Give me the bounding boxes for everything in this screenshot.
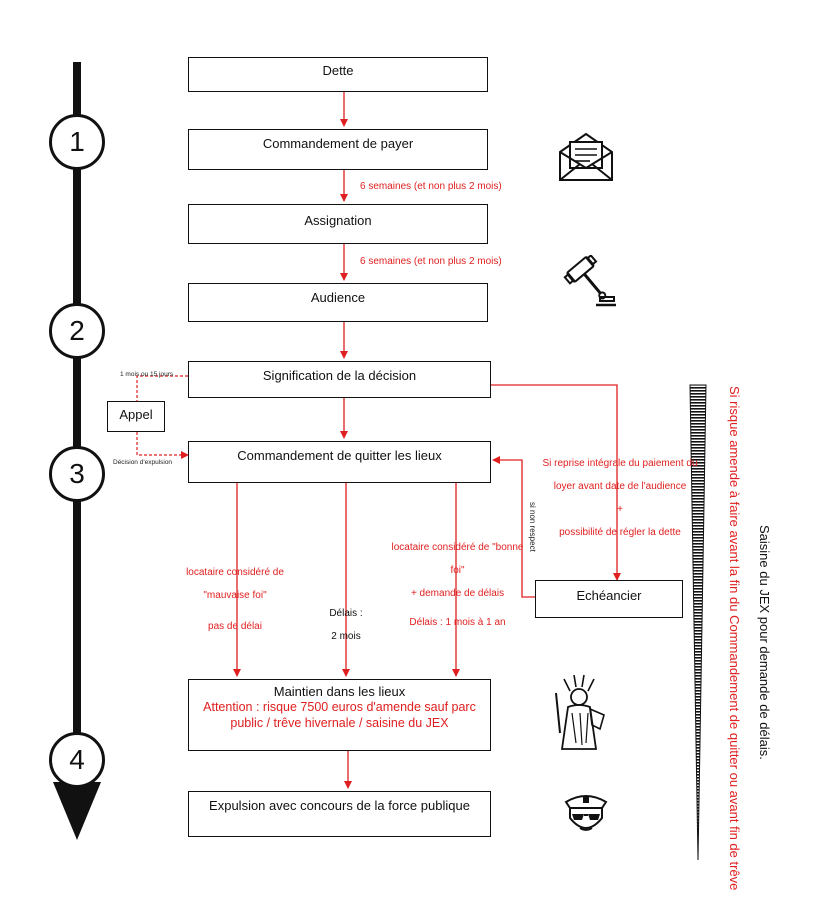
maintien-box: Maintien dans les lieux Attention : risq… (188, 679, 491, 751)
commandement-payer-box: Commandement de payer (188, 129, 488, 170)
delay-label-2: 6 semaines (et non plus 2 mois) (360, 256, 502, 267)
echeancier-box: Echéancier (535, 580, 683, 618)
delais-2-mois-label: Délais : 2 mois (329, 608, 363, 642)
appel-box: Appel (107, 401, 165, 432)
expulsion-box: Expulsion avec concours de la force publ… (188, 791, 491, 837)
appel-delay-label: 1 mois ou 15 jours (120, 371, 174, 378)
commandement-quitter-box: Commandement de quitter les lieux (188, 441, 491, 483)
maintien-title: Maintien dans les lieux (273, 684, 406, 699)
decision-expulsion-label: Décision d'expulsion (113, 459, 173, 466)
dette-box: Dette (188, 57, 488, 92)
audience-box: Audience (188, 283, 488, 322)
step-1-circle: 1 (49, 114, 105, 170)
reprise-label: Si reprise intégrale du paiement du loye… (542, 458, 698, 538)
assignation-box: Assignation (188, 204, 488, 244)
timeline-arrow-head (53, 782, 101, 840)
step-3-circle: 3 (49, 446, 105, 502)
signification-box: Signification de la décision (188, 361, 491, 398)
liberty-statue-icon (555, 674, 605, 750)
police-officer-icon (564, 795, 608, 831)
envelope-icon (559, 132, 613, 181)
delay-label-1: 6 semaines (et non plus 2 mois) (360, 181, 502, 192)
risque-vertical-label: Si risque amende à faire avant la fin du… (727, 386, 742, 891)
maintien-warning: Attention : risque 7500 euros d'amende s… (203, 700, 476, 730)
step-4-circle: 4 (49, 732, 105, 788)
countdown-wedge (689, 384, 707, 861)
mauvaise-foi-label: locataire considéré de "mauvaise foi" pa… (186, 567, 284, 632)
jex-vertical-label: Saisine du JEX pour demande de délais. (757, 525, 772, 760)
step-2-circle: 2 (49, 303, 105, 359)
bonne-foi-label: locataire considéré de "bonne foi" + dem… (391, 542, 524, 628)
gavel-icon (563, 255, 616, 307)
